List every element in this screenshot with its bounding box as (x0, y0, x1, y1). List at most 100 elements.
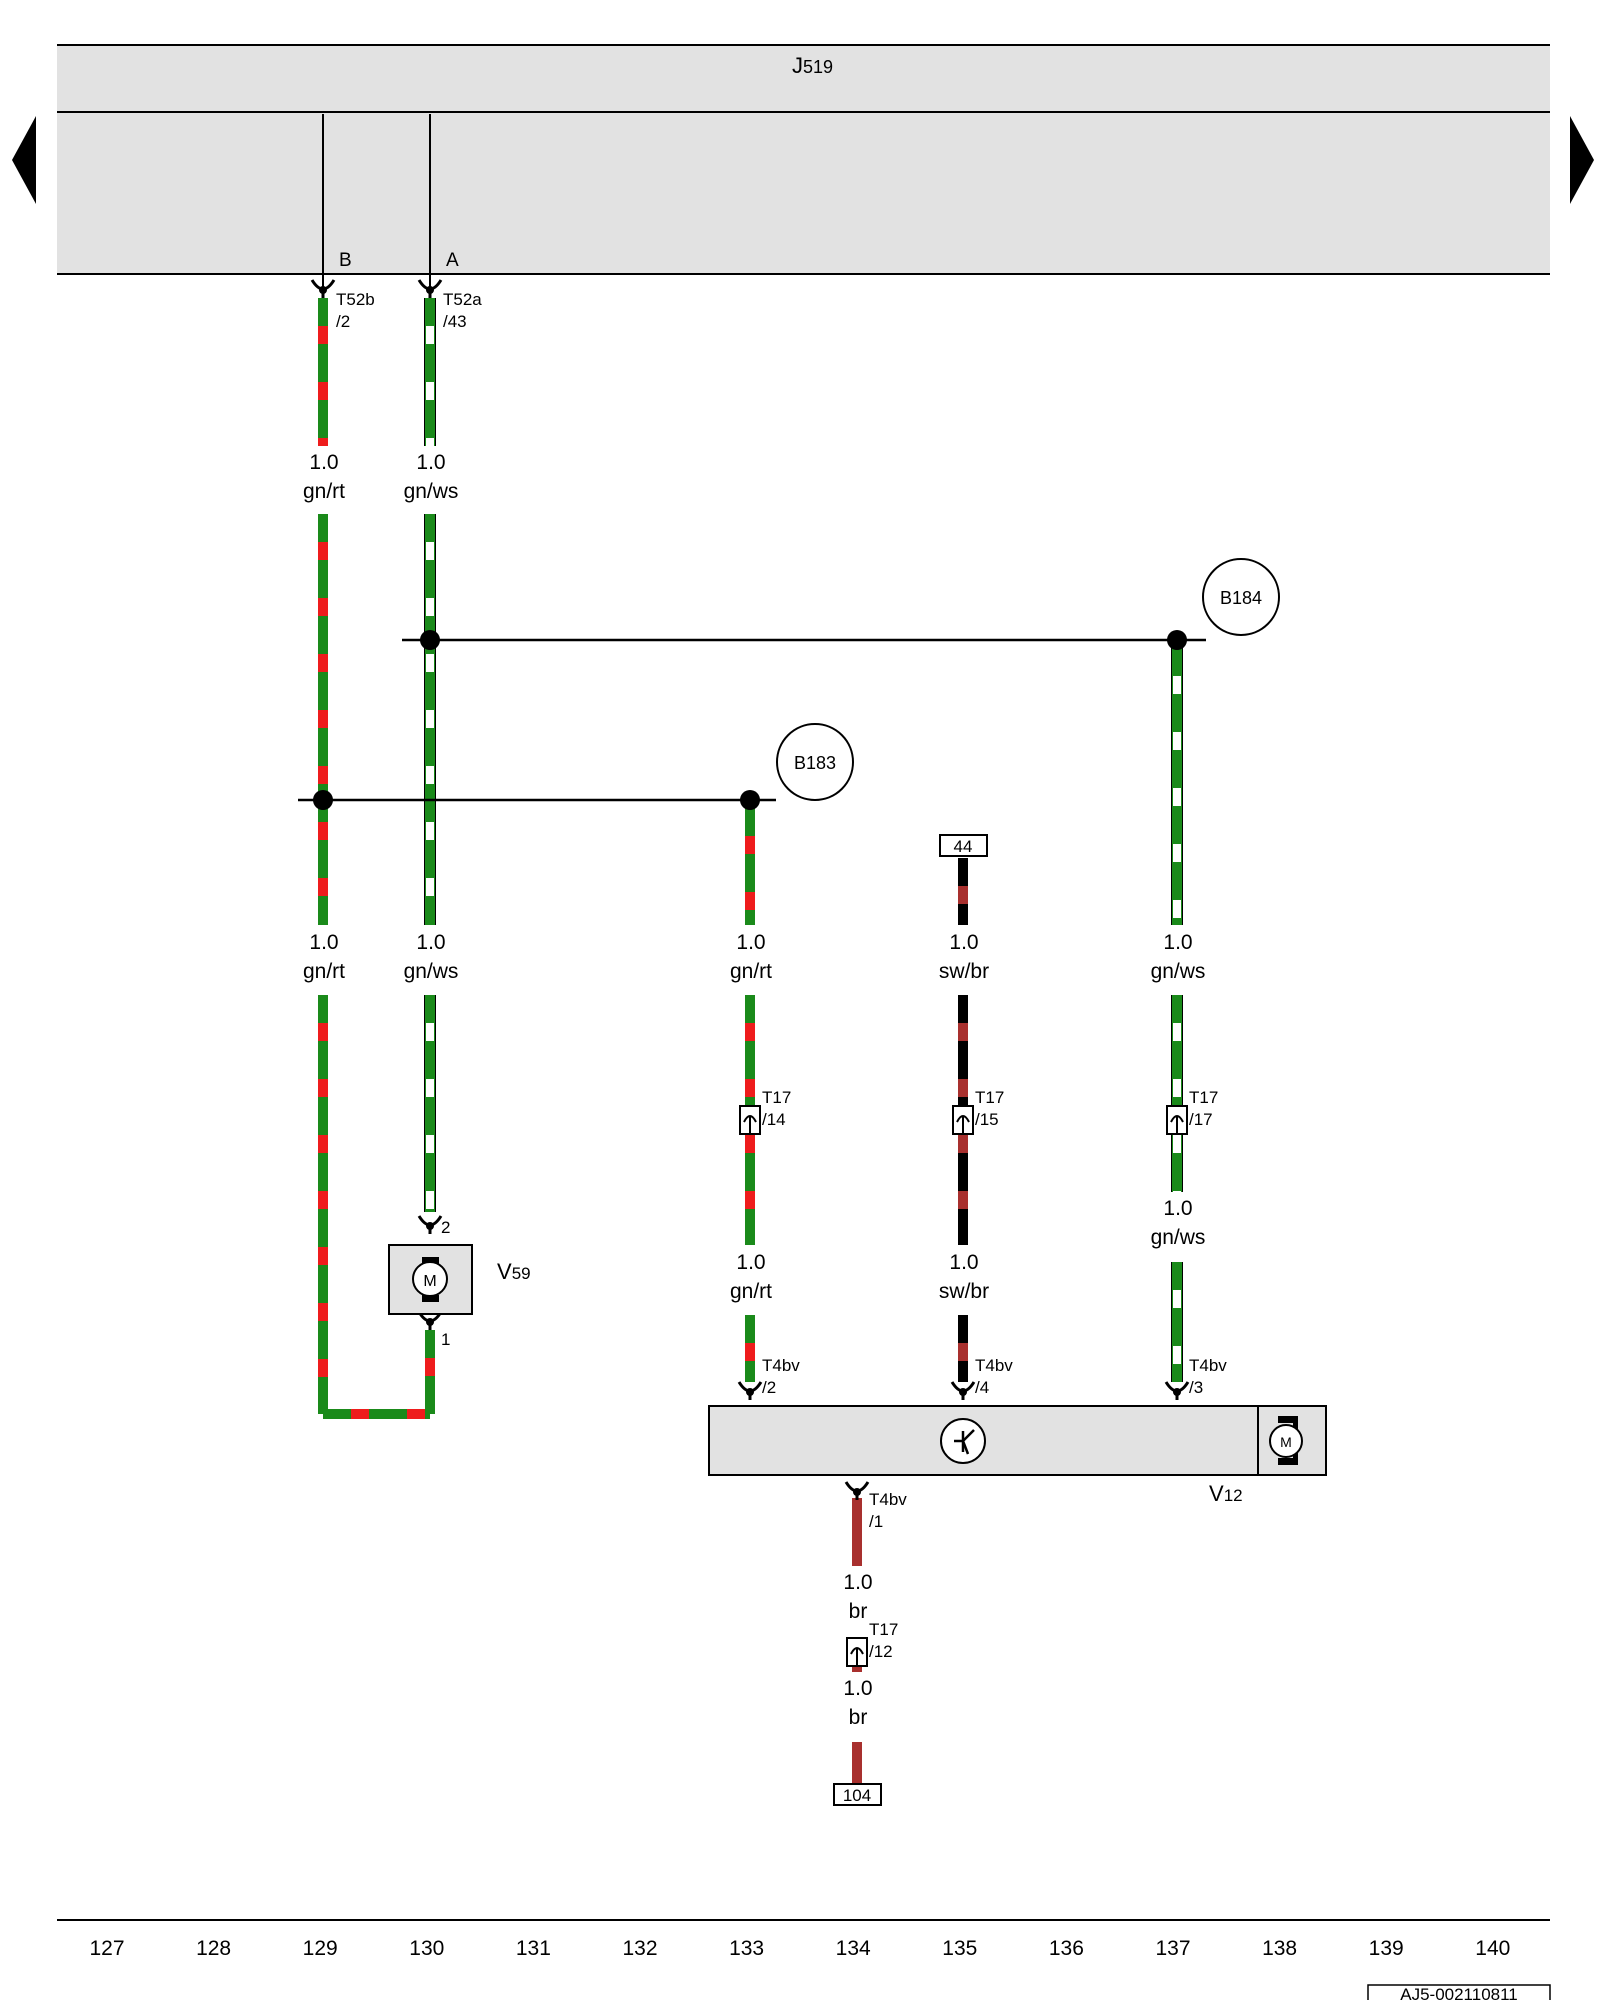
wire-color: gn/ws (404, 480, 459, 503)
grid-number: 137 (1155, 1937, 1190, 1960)
motor-v59-circle (412, 1261, 448, 1297)
motor-v59-pin-bottom: 1 (441, 1330, 450, 1349)
control-unit-title: J519 (792, 53, 833, 78)
wire-size: 1.0 (949, 1251, 978, 1274)
blower-v12-motor-symbol: M (1280, 1434, 1292, 1450)
wire-color: br (849, 1600, 868, 1623)
connector-terminal-icon (417, 279, 443, 298)
wire-size: 1.0 (843, 1677, 872, 1700)
blower-v12-brush-bottom (1278, 1458, 1294, 1465)
next-page-arrow-icon[interactable] (1570, 116, 1594, 204)
wire-size: 1.0 (1163, 1197, 1192, 1220)
conn-t4bv-3-name: T4bv (1189, 1356, 1227, 1375)
wire-color: gn/rt (730, 1280, 772, 1303)
splice-b183: B183 (298, 723, 854, 810)
ref-box-104: 104 (833, 1783, 882, 1806)
splice-circle-b183 (776, 723, 854, 801)
grid-number: 138 (1262, 1937, 1297, 1960)
blower-v12-label: V12 (1209, 1481, 1243, 1506)
connector-terminals (310, 279, 1190, 1500)
grid-number: 131 (516, 1937, 551, 1960)
conn-t17-14-name: T17 (762, 1088, 791, 1107)
conn-t4bv-3-pin: /3 (1189, 1378, 1203, 1397)
splice-circle-b184 (1202, 558, 1280, 636)
conn-t4bv-1-pin: /1 (869, 1512, 883, 1531)
wire-size: 1.0 (309, 451, 338, 474)
blower-v12: M V12 (708, 1405, 1327, 1506)
pin-label-b: B (339, 250, 352, 271)
inline-connector-icon (846, 1637, 868, 1667)
wire-color: gn/ws (1151, 1226, 1206, 1249)
grid-number: 128 (196, 1937, 231, 1960)
wire-size: 1.0 (1163, 931, 1192, 954)
control-unit-name: J (792, 53, 803, 78)
motor-v59-symbol: M (423, 1273, 436, 1290)
wire-color: br (849, 1706, 868, 1729)
wire-color: sw/br (939, 1280, 989, 1303)
grid-number: 129 (303, 1937, 338, 1960)
connector-terminal-icon (310, 279, 336, 298)
motor-v59-brush-bottom (422, 1295, 439, 1302)
grid-number: 139 (1369, 1937, 1404, 1960)
grid-number: 134 (836, 1937, 871, 1960)
grid-number: 132 (622, 1937, 657, 1960)
conn-t17-15-pin: /15 (975, 1110, 999, 1129)
inline-connector-icon (1166, 1105, 1188, 1135)
blower-v12-brush-top (1278, 1416, 1294, 1423)
connector-terminal-icon (844, 1481, 870, 1500)
wire-labels: 1.0 gn/rt 1.0 gn/ws 1.0 gn/rt 1.0 gn/ws … (303, 451, 1205, 1729)
junction-dot (313, 790, 333, 810)
grid-number: 133 (729, 1937, 764, 1960)
connector-terminal-icon (417, 1215, 443, 1234)
wire-size: 1.0 (416, 931, 445, 954)
wire-size: 1.0 (416, 451, 445, 474)
splice-label-b183: B183 (794, 753, 836, 773)
wire-color: gn/ws (1151, 960, 1206, 983)
motor-v59-pin-top: 2 (441, 1218, 450, 1237)
blower-v12-index: 12 (1224, 1486, 1243, 1505)
grid-number: 130 (409, 1937, 444, 1960)
wire-color: gn/rt (303, 480, 345, 503)
ref-box-44: 44 (939, 834, 988, 857)
grid-number: 136 (1049, 1937, 1084, 1960)
conn-t17-17-name: T17 (1189, 1088, 1218, 1107)
control-unit-j519: J519 B A (57, 44, 1550, 290)
conn-t17-17-pin: /17 (1189, 1110, 1213, 1129)
conn-t52b-pin: /2 (336, 312, 350, 331)
conn-t4bv-4-pin: /4 (975, 1378, 989, 1397)
conn-t17-12-pin: /12 (869, 1642, 893, 1661)
doc-id-label: AJ5-002110811 (1400, 1985, 1518, 2000)
conn-t4bv-1-name: T4bv (869, 1490, 907, 1509)
conn-t4bv-4-name: T4bv (975, 1356, 1013, 1375)
connector-labels: T52b /2 T52a /43 T17 /14 T17 /15 T17 /17… (336, 290, 1227, 1661)
motor-v59-index: 59 (512, 1264, 531, 1283)
conn-t52a-name: T52a (443, 290, 482, 309)
motor-v59-brush-top (422, 1257, 439, 1264)
inline-connector-icon (952, 1105, 974, 1135)
connector-terminal-icon (737, 1381, 763, 1400)
junction-dot (420, 630, 440, 650)
wire-color: gn/ws (404, 960, 459, 983)
ref-44-label: 44 (954, 837, 973, 856)
doc-id-box: AJ5-002110811 (1367, 1984, 1551, 2000)
control-unit-box (57, 45, 1550, 274)
wire-color: gn/rt (730, 960, 772, 983)
wire-size: 1.0 (949, 931, 978, 954)
grid-number: 127 (89, 1937, 124, 1960)
blower-v12-motor-circle (1269, 1424, 1303, 1458)
inline-connectors (739, 1105, 1188, 1667)
splice-b184: B184 (402, 558, 1280, 650)
conn-t17-12-name: T17 (869, 1620, 898, 1639)
conn-t4bv-2-pin: /2 (762, 1378, 776, 1397)
wire-segments (318, 298, 1183, 1784)
inline-connector-icon (739, 1105, 761, 1135)
ref-104-label: 104 (843, 1786, 871, 1805)
grid-number: 140 (1475, 1937, 1510, 1960)
blower-v12-name: V (1209, 1481, 1224, 1506)
previous-page-arrow-icon[interactable] (12, 116, 36, 204)
motor-v59-label: V59 (497, 1259, 531, 1284)
conn-t17-14-pin: /14 (762, 1110, 786, 1129)
wire-size: 1.0 (843, 1571, 872, 1594)
